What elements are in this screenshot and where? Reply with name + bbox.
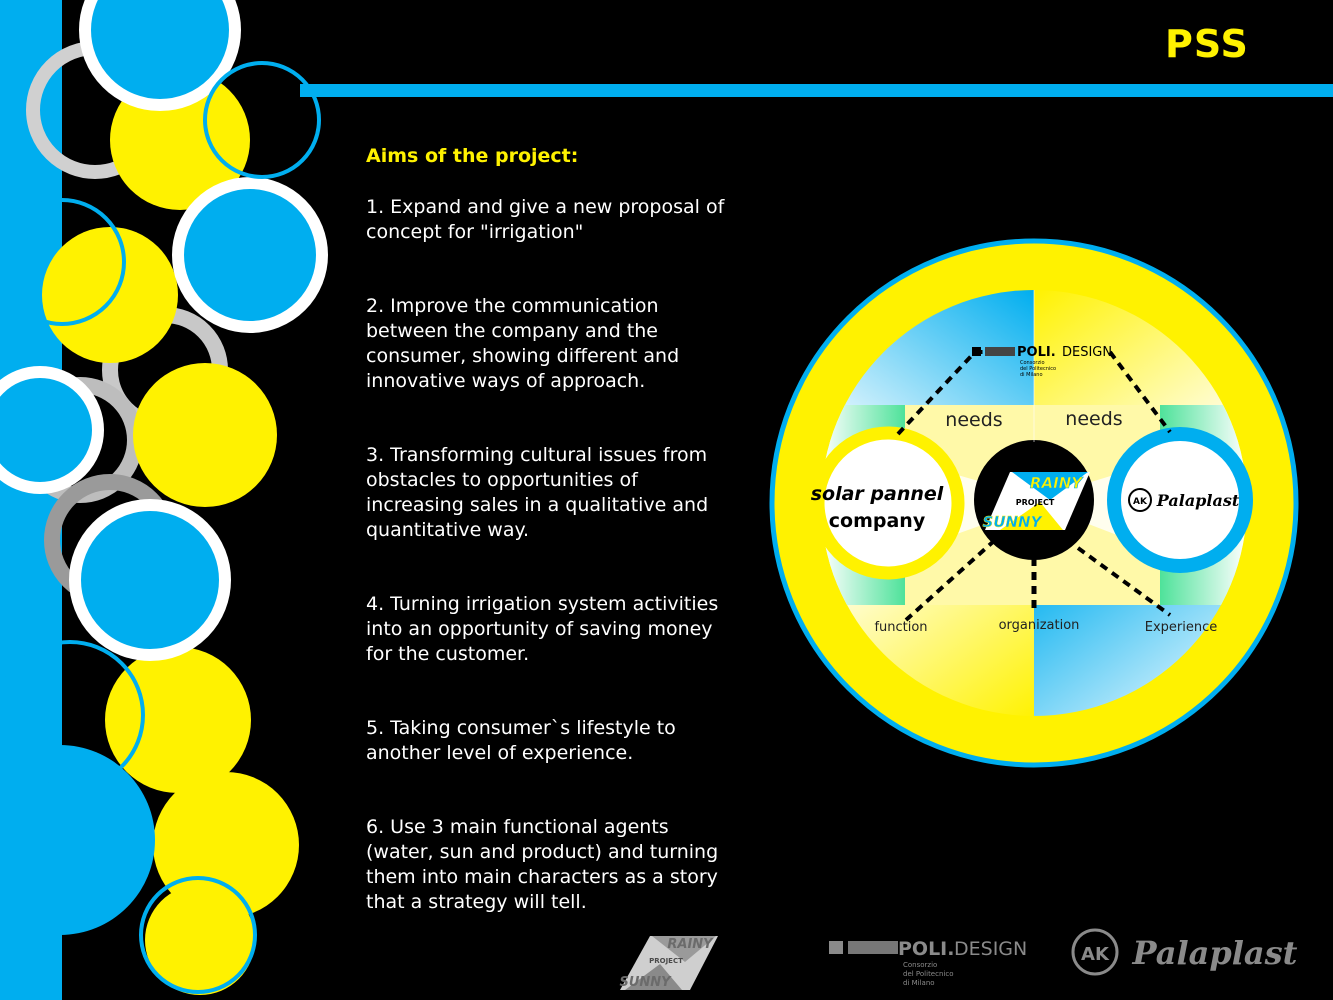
needs-right: needs xyxy=(1065,408,1122,430)
palaplast-logo-icon xyxy=(1128,488,1152,512)
footer-poli-word: POLI. xyxy=(898,938,954,960)
footer-palaplast-logo-icon xyxy=(1071,928,1119,976)
footer-project-sun-tri xyxy=(625,964,682,990)
palaplast-label: Palaplast xyxy=(1156,491,1240,510)
yellow-disc xyxy=(42,227,178,363)
decorative-circles xyxy=(0,0,328,1000)
aim-item-4: 4. Turning irrigation system activities … xyxy=(366,593,719,665)
palaplast-mark: AK xyxy=(1133,497,1148,507)
connector-bottom-left xyxy=(904,538,997,622)
footer-poli-sub3: di Milano xyxy=(903,979,935,987)
blue-disc xyxy=(172,177,328,333)
yellow-disc xyxy=(145,885,255,995)
poli-sub2: del Politecnico xyxy=(1020,366,1056,372)
yellow-disc xyxy=(153,772,299,918)
aims-list: Aims of the project: 1. Expand and give … xyxy=(366,144,786,964)
yellow-disc xyxy=(133,363,277,507)
aim-item-6: 6. Use 3 main functional agents (water, … xyxy=(366,816,719,913)
blue-ring xyxy=(0,198,126,326)
footer-poli-mark-icon xyxy=(848,941,898,954)
blue-disc xyxy=(0,366,104,494)
poli-square-icon xyxy=(972,347,981,356)
page-title: PSS xyxy=(1165,22,1249,66)
palaplast-circle xyxy=(1107,427,1253,573)
poli-sub1: Consorzio xyxy=(1020,360,1045,366)
solar-label-line1: solar pannel xyxy=(811,483,944,505)
footer-sunny: SUNNY xyxy=(619,975,672,990)
poli-design: DESIGN xyxy=(1062,345,1112,360)
solar-label-line2: company xyxy=(829,510,926,532)
center-rain-tri xyxy=(1012,472,1088,500)
poli-mark-icon xyxy=(985,347,1015,356)
yellow-disc xyxy=(105,647,251,793)
aims-heading: Aims of the project: xyxy=(366,145,579,167)
center-project: PROJECT xyxy=(1016,498,1055,507)
aim-item-2: 2. Improve the communication between the… xyxy=(366,295,680,392)
blue-disc xyxy=(0,745,155,935)
connector-top-right xyxy=(1108,350,1172,434)
footer-poli-sub2: del Politecnico xyxy=(903,970,953,978)
label-function: function xyxy=(874,620,927,635)
connector-bottom-right xyxy=(1076,546,1172,617)
blue-disc xyxy=(79,0,241,111)
aim-item-3: 3. Transforming cultural issues from obs… xyxy=(366,444,709,541)
poli-word: POLI. xyxy=(1017,345,1056,360)
center-rainy: RAINY xyxy=(1030,474,1084,492)
blue-ring xyxy=(139,876,257,994)
center-sunny: SUNNY xyxy=(983,513,1044,531)
poli-sub3: di Milano xyxy=(1020,372,1043,378)
top-divider-line xyxy=(300,84,1333,97)
needs-left: needs xyxy=(945,409,1002,431)
footer-rainy: RAINY xyxy=(667,937,714,952)
label-organization: organization xyxy=(999,618,1080,633)
footer-palaplast: Palaplast xyxy=(1132,934,1298,972)
footer-poli-design: DESIGN xyxy=(954,938,1027,960)
footer-poli-sub1: Consorzio xyxy=(903,961,937,969)
footer-project: PROJECT xyxy=(649,957,683,965)
label-experience: Experience xyxy=(1145,620,1218,635)
footer-poli-square-icon xyxy=(829,941,843,954)
aim-item-5: 5. Taking consumer`s lifestyle to anothe… xyxy=(366,717,676,764)
center-sun-tri xyxy=(1000,502,1063,530)
blue-disc xyxy=(69,499,231,661)
solar-company-circle xyxy=(811,426,965,580)
footer-palaplast-mark: AK xyxy=(1081,944,1110,965)
blue-ring xyxy=(203,61,321,179)
footer-project-rain-tri xyxy=(652,936,716,962)
aim-item-1: 1. Expand and give a new proposal of con… xyxy=(366,196,725,243)
blue-ring xyxy=(0,640,145,790)
